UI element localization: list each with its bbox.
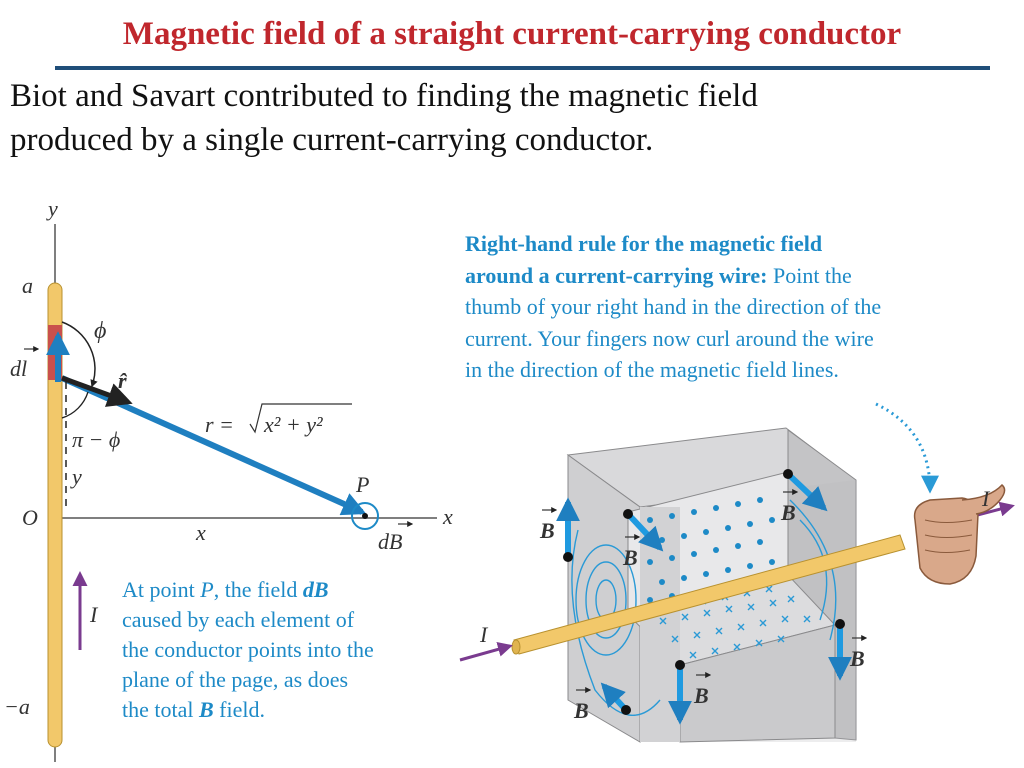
intro-text: Biot and Savart contributed to finding t… — [10, 74, 1010, 162]
right-diagram: B B B B B B I I — [459, 402, 1015, 743]
current-arrow-in — [459, 642, 513, 662]
field-line-1 — [575, 544, 637, 656]
label-current-in: I — [479, 622, 489, 647]
b-field-arrows — [556, 471, 852, 725]
b-label-6: B — [573, 698, 589, 723]
label-dl: dl — [10, 356, 27, 381]
b-label-4: B — [849, 646, 865, 671]
label-current-out: I — [981, 486, 991, 511]
left-caption: At point P, the field dB caused by each … — [122, 575, 452, 725]
rhr-line-2: around a current-carrying wire: Point th… — [465, 260, 1021, 292]
label-x-distance: x — [195, 520, 206, 545]
b-label-2: B — [622, 545, 638, 570]
b-vector-marks — [542, 489, 868, 693]
point-p-dot — [362, 513, 368, 519]
field-crosses-grid — [659, 585, 811, 659]
label-current-left: I — [89, 602, 99, 627]
right-hand-icon — [913, 483, 1006, 585]
rhr-line-4: current. Your fingers now curl around th… — [465, 325, 874, 351]
caption-text: the total — [122, 697, 199, 722]
caption-db: dB — [302, 577, 329, 602]
b-label-3: B — [780, 500, 796, 525]
rhr-text: Point the — [767, 262, 852, 288]
caption-text: field. — [213, 697, 265, 722]
intro-line-1: Biot and Savart contributed to finding t… — [10, 78, 758, 114]
right-hand-rule-text: Right-hand rule for the magnetic field a… — [465, 228, 1021, 386]
cube-front-strip — [640, 507, 680, 742]
title-underline — [55, 66, 990, 70]
caption-text: At point — [122, 577, 201, 602]
sqrt-symbol — [249, 403, 352, 434]
label-point-p: P — [355, 472, 369, 497]
label-r-eq-lhs: r = — [205, 412, 234, 437]
r-hat-arrow — [61, 375, 133, 407]
caption-line-5: the total B field. — [122, 695, 452, 725]
caption-text: , the field — [213, 577, 303, 602]
label-pi-minus-phi: π − ϕ — [72, 427, 120, 452]
label-r-hat: r̂ — [118, 368, 128, 393]
caption-line-1: At point P, the field dB — [122, 575, 452, 605]
field-line-4 — [571, 529, 661, 716]
caption-b: B — [198, 697, 214, 722]
wire-end — [511, 639, 521, 655]
caption-line-3: the conductor points into the — [122, 637, 374, 662]
rhr-line-3: thumb of your right hand in the directio… — [465, 294, 882, 319]
left-diagram: y x a −a O dl ϕ r̂ π − ϕ y x r = x² + y²… — [4, 196, 453, 762]
axis-x-label: x — [442, 504, 453, 529]
intro-line-2: produced by a single current-carrying co… — [10, 122, 654, 158]
pi-minus-phi-arc — [61, 391, 89, 419]
caption-line-4: plane of the page, as does — [122, 667, 349, 692]
label-a: a — [22, 273, 33, 298]
rhr-line-5: in the direction of the magnetic field l… — [465, 357, 839, 382]
corner-dots — [563, 469, 845, 715]
label-phi: ϕ — [94, 318, 106, 344]
label-origin: O — [22, 505, 38, 530]
rhr-line-1: Right-hand rule for the magnetic field — [465, 228, 1021, 260]
field-line-2 — [585, 561, 627, 639]
b-label-1: B — [539, 518, 555, 543]
point-p-circle — [351, 502, 379, 530]
caption-line-2: caused by each element of — [122, 607, 355, 632]
label-r-eq-rhs: x² + y² — [263, 412, 323, 437]
rhr-heading: Right-hand rule for the magnetic field — [465, 231, 823, 256]
pointer-dotted-arrow — [875, 402, 939, 494]
page-title: Magnetic field of a straight current-car… — [122, 16, 902, 52]
caption-point-p: P — [200, 577, 214, 602]
axis-y-label: y — [46, 196, 58, 221]
rhr-heading: around a current-carrying wire: — [465, 262, 768, 288]
label-db: dB — [378, 529, 402, 554]
conductor-wire — [47, 282, 63, 748]
phi-arc — [61, 321, 98, 388]
b-label-5: B — [693, 683, 709, 708]
label-minus-a: −a — [4, 694, 30, 719]
label-y-distance: y — [70, 464, 82, 489]
